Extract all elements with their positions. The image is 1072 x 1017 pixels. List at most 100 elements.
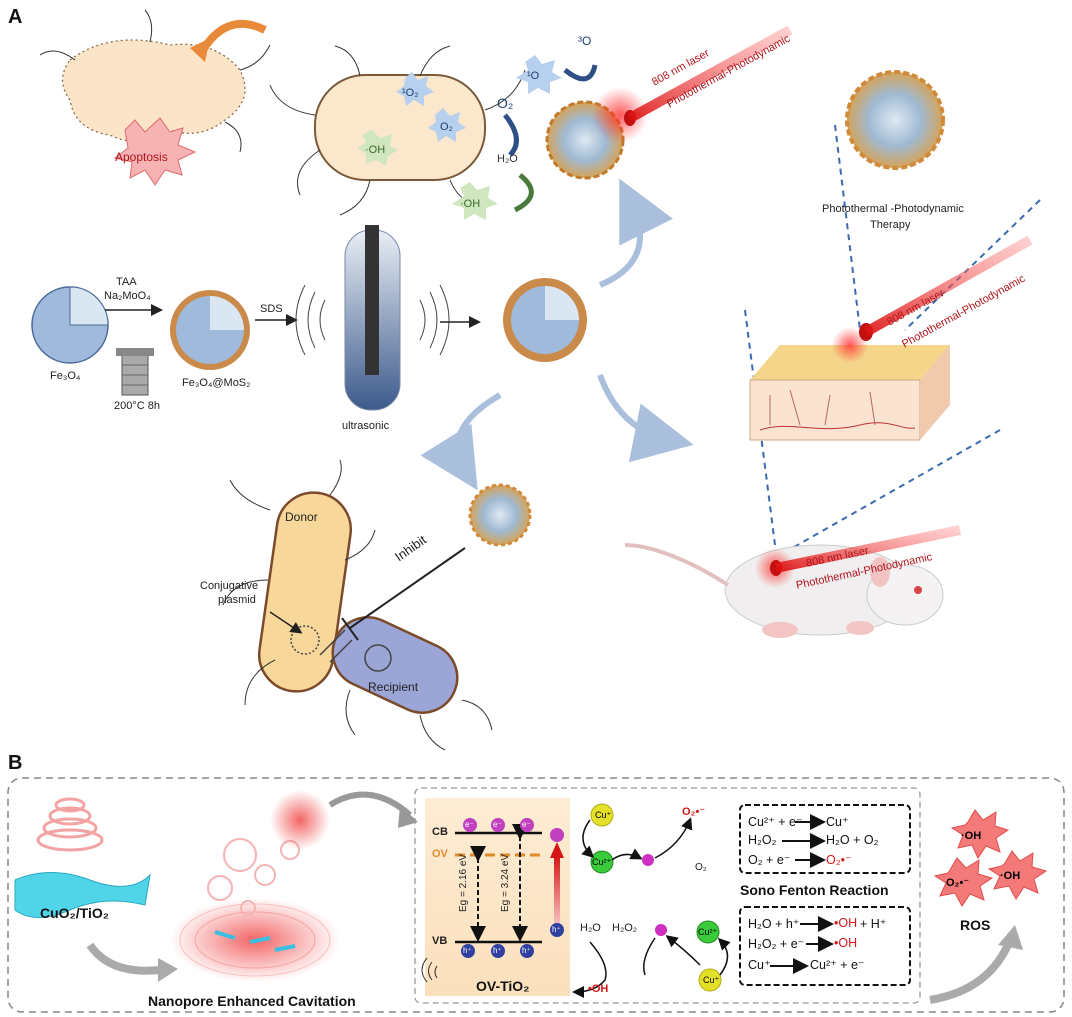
hole-text-2: h⁺	[493, 946, 502, 955]
cu-plus-text-2: Cu⁺	[703, 975, 720, 985]
tissue-block	[749, 323, 950, 441]
panel-b-frame	[7, 777, 1065, 1013]
mechanism-frame	[414, 787, 921, 1004]
fenton-eq-2-left: H₂O₂	[748, 833, 777, 847]
sound-wave-icon	[421, 957, 438, 983]
hole-text-1: h⁺	[463, 946, 472, 955]
arrow-to-mouse	[597, 373, 694, 463]
species-o2-a: ¹O₂	[402, 87, 419, 99]
ros-eq-1-left: H₂O + h⁺	[748, 917, 800, 931]
species-water: H₂O	[497, 153, 518, 165]
apoptosis-label: Apoptosis	[115, 150, 168, 164]
panel-b-label: B	[8, 752, 23, 774]
arrow-o2-uptake	[503, 113, 519, 157]
hole-3	[520, 944, 534, 958]
plasmid-label-1: Conjugative	[200, 580, 259, 592]
nanoparticle-therapy	[845, 70, 945, 170]
sds-label: SDS	[260, 303, 283, 315]
nanoparticle-free	[468, 483, 532, 547]
hole-free	[550, 923, 564, 937]
electron-free	[550, 828, 564, 842]
donor-label: Donor	[285, 510, 318, 524]
laser-beam-1	[627, 25, 793, 123]
arrow-head-ros	[998, 925, 1023, 950]
arrow-water	[513, 173, 534, 213]
hole-2	[491, 944, 505, 958]
ros-species-2: O₂•⁻	[946, 877, 970, 889]
ultrasonic-probe	[295, 225, 450, 411]
zoom-line-2	[904, 199, 1041, 331]
recipient-bacterium	[331, 616, 493, 751]
hole-1	[461, 944, 475, 958]
zoom-line-4	[779, 429, 1001, 556]
ros-eq-2-red: •OH	[834, 936, 858, 950]
arrow-to-band	[328, 791, 412, 818]
nanoparticle-irradiated	[545, 87, 648, 180]
ov-label: OV	[432, 848, 448, 860]
apoptotic-cell	[39, 9, 271, 153]
electron-3	[520, 818, 534, 832]
superoxide-arrow	[654, 817, 693, 859]
panel-a-graphics: ¹O₂ O₂ ·OH ¹O ³O O₂ H₂O ·OH	[31, 9, 1041, 751]
apoptosis-burst	[113, 117, 197, 186]
cu-2plus-ball-1	[590, 850, 614, 874]
ov-tio2-label: OV-TiO₂	[476, 978, 530, 994]
cu-2plus-text-2: Cu²⁺	[698, 927, 718, 937]
fenton-eq-1-left: Cu²⁺ + e⁻	[748, 815, 803, 829]
fe3o4-sphere	[31, 286, 109, 364]
h2o2-line	[643, 937, 656, 976]
bacterium-top	[269, 45, 526, 216]
cu-2plus-text-1: Cu²⁺	[592, 857, 612, 867]
cu-plus-ball-1	[590, 803, 614, 827]
ros-eq-2-left: H₂O₂ + e⁻	[748, 937, 805, 951]
cavitation-bubbles	[170, 790, 340, 982]
arrow-head-cavitation	[158, 958, 178, 982]
ros-label: ROS	[960, 917, 991, 933]
ros-species-1: ·OH	[961, 830, 982, 842]
inhibit-line	[349, 547, 466, 629]
plasmid-arrow	[269, 611, 303, 634]
hydroxyl-label: •OH	[588, 983, 609, 995]
arrow-to-cavitation	[86, 942, 161, 975]
fenton-title: Sono Fenton Reaction	[740, 882, 889, 898]
fenton-eq-2-right: H₂O + O₂	[826, 833, 879, 847]
ros-burst-2	[933, 857, 994, 907]
electron-ball-2	[655, 924, 667, 936]
arrow-to-ros	[929, 938, 1014, 1004]
electron-text-3: e⁻	[522, 820, 531, 829]
vb-label: VB	[432, 935, 448, 947]
ros-box	[739, 906, 911, 986]
cuo2-tio2-sheet	[14, 872, 151, 918]
electron-text-2: e⁻	[493, 820, 502, 829]
electron-release-arrow	[665, 935, 701, 966]
singlet-oxygen-burst	[516, 55, 562, 94]
therapy-caption-2: Therapy	[870, 219, 911, 231]
zoom-line-1	[834, 124, 861, 331]
recipient-label: Recipient	[368, 680, 419, 694]
species-o2-c: O₂	[497, 95, 513, 111]
orange-arrow-head	[190, 38, 210, 62]
fe3o4-mos2-sphere	[170, 290, 250, 370]
panel-a-label: A	[8, 6, 23, 28]
cu-2plus-ball-2	[696, 920, 720, 944]
fenton-eq-3-right: O₂•⁻	[826, 853, 852, 867]
hydroxyl-burst	[452, 182, 498, 220]
species-oh-b: ·OH	[460, 198, 480, 210]
electron-2	[491, 818, 505, 832]
fe3o4-mos2-label: Fe₃O₄@MoS₂	[182, 377, 251, 389]
autoclave-icon	[116, 348, 154, 396]
cb-label: CB	[432, 826, 448, 838]
superoxide-label: O₂•⁻	[682, 806, 706, 818]
arrow-o2-conversion	[563, 64, 598, 82]
fe3o4-label: Fe₃O₄	[50, 370, 81, 382]
h2o2-label: H₂O₂	[612, 922, 638, 934]
mouse-illustration	[624, 543, 944, 638]
electron-text-1: e⁻	[465, 820, 474, 829]
arrow-to-inhibit	[420, 392, 502, 491]
pilus-bridge	[319, 629, 353, 663]
laser-beam-2	[863, 235, 1033, 337]
species-singlet: ¹O	[527, 70, 540, 82]
inhibit-bar	[341, 617, 359, 641]
therapy-caption-1: Photothermal -Photodynamic	[822, 203, 964, 215]
electron-1	[463, 818, 477, 832]
